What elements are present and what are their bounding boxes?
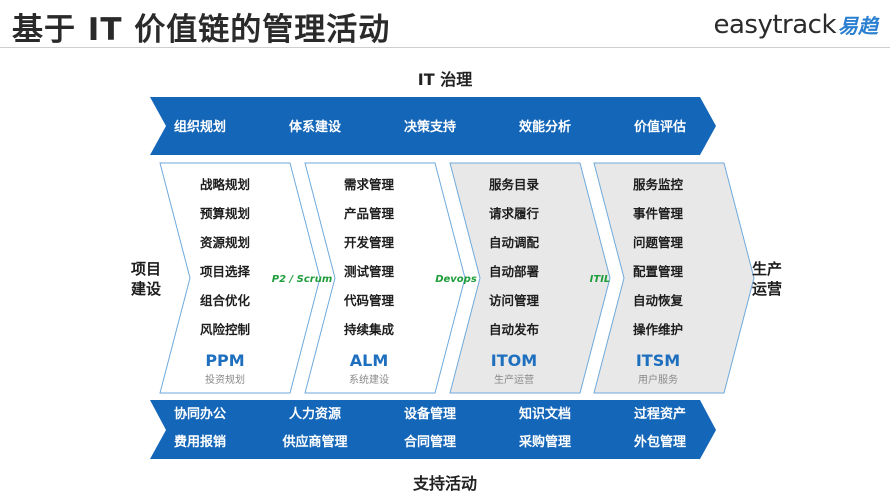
ppm-item: 项目选择 bbox=[200, 264, 251, 279]
methodology-label: ITIL bbox=[590, 274, 611, 285]
brand-logo-cjk: 易趋 bbox=[838, 14, 878, 38]
governance-item: 体系建设 bbox=[289, 119, 342, 135]
brand-logo-latin: easytrack bbox=[713, 10, 836, 40]
governance-item: 价值评估 bbox=[634, 119, 686, 135]
ppm-item: 战略规划 bbox=[200, 177, 250, 192]
support-label: 支持活动 bbox=[412, 474, 477, 493]
support-item: 合同管理 bbox=[404, 434, 456, 450]
ppm-subtitle: 投资规划 bbox=[205, 373, 245, 386]
itom-item: 自动调配 bbox=[489, 235, 540, 250]
itom-item: 自动部署 bbox=[489, 264, 540, 279]
itsm-item: 问题管理 bbox=[633, 235, 684, 250]
left-label-line-1: 项目 bbox=[131, 260, 161, 278]
alm-item: 测试管理 bbox=[344, 264, 395, 279]
page-title: 基于 IT 价值链的管理活动 bbox=[12, 12, 391, 48]
itsm-item: 自动恢复 bbox=[633, 293, 684, 308]
itsm-chevron bbox=[593, 162, 755, 394]
support-item: 设备管理 bbox=[404, 406, 456, 422]
alm-item: 代码管理 bbox=[343, 293, 395, 308]
itsm-subtitle: 用户服务 bbox=[638, 373, 678, 386]
support-item: 供应商管理 bbox=[281, 434, 347, 450]
brand-logo: easytrack 易趋 bbox=[713, 10, 878, 40]
methodology-label: P2 / Scrum bbox=[272, 274, 333, 285]
itsm-item: 配置管理 bbox=[633, 264, 684, 279]
itom-item: 自动发布 bbox=[489, 322, 540, 337]
governance-item: 组织规划 bbox=[174, 119, 226, 135]
ppm-title: PPM bbox=[205, 351, 244, 370]
left-label-line-2: 建设 bbox=[131, 280, 161, 298]
itom-item: 请求履行 bbox=[489, 206, 540, 221]
right-label-line-2: 运营 bbox=[752, 280, 782, 298]
support-item: 协同办公 bbox=[174, 406, 226, 422]
alm-item: 开发管理 bbox=[344, 235, 395, 250]
methodology-label: Devops bbox=[435, 274, 477, 285]
itom-item: 服务目录 bbox=[489, 177, 540, 192]
itom-subtitle: 生产运营 bbox=[494, 373, 534, 386]
alm-chevron bbox=[304, 162, 466, 394]
itsm-title: ITSM bbox=[636, 351, 680, 370]
right-label-line-1: 生产 bbox=[752, 260, 782, 278]
support-item: 外包管理 bbox=[633, 434, 686, 450]
support-band bbox=[150, 400, 716, 459]
title-divider bbox=[0, 47, 890, 48]
ppm-item: 预算规划 bbox=[200, 206, 250, 221]
support-item: 知识文档 bbox=[519, 406, 571, 422]
governance-band bbox=[150, 97, 716, 155]
support-item: 费用报销 bbox=[174, 434, 226, 450]
governance-label: IT 治理 bbox=[417, 70, 473, 89]
ppm-item: 资源规划 bbox=[200, 235, 250, 250]
governance-item: 效能分析 bbox=[519, 119, 571, 135]
itsm-item: 操作维护 bbox=[633, 322, 683, 337]
governance-item: 决策支持 bbox=[404, 119, 456, 135]
ppm-item: 风险控制 bbox=[200, 322, 250, 337]
alm-title: ALM bbox=[350, 351, 389, 370]
itom-item: 访问管理 bbox=[489, 293, 540, 308]
support-item: 采购管理 bbox=[518, 434, 571, 450]
alm-subtitle: 系统建设 bbox=[349, 373, 389, 386]
support-item: 过程资产 bbox=[634, 406, 686, 422]
support-item: 人力资源 bbox=[289, 406, 341, 422]
itom-chevron bbox=[449, 162, 611, 394]
ppm-chevron bbox=[159, 162, 321, 394]
itsm-item: 服务监控 bbox=[633, 177, 684, 192]
alm-item: 产品管理 bbox=[344, 206, 395, 221]
ppm-item: 组合优化 bbox=[200, 293, 251, 308]
itsm-item: 事件管理 bbox=[633, 206, 684, 221]
alm-item: 需求管理 bbox=[344, 177, 395, 192]
itom-title: ITOM bbox=[491, 351, 537, 370]
alm-item: 持续集成 bbox=[344, 322, 395, 337]
